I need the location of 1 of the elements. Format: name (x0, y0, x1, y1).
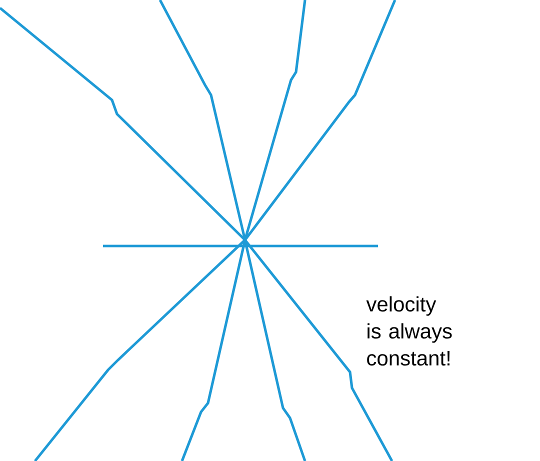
note-text: velocity is always constant! (366, 296, 452, 366)
